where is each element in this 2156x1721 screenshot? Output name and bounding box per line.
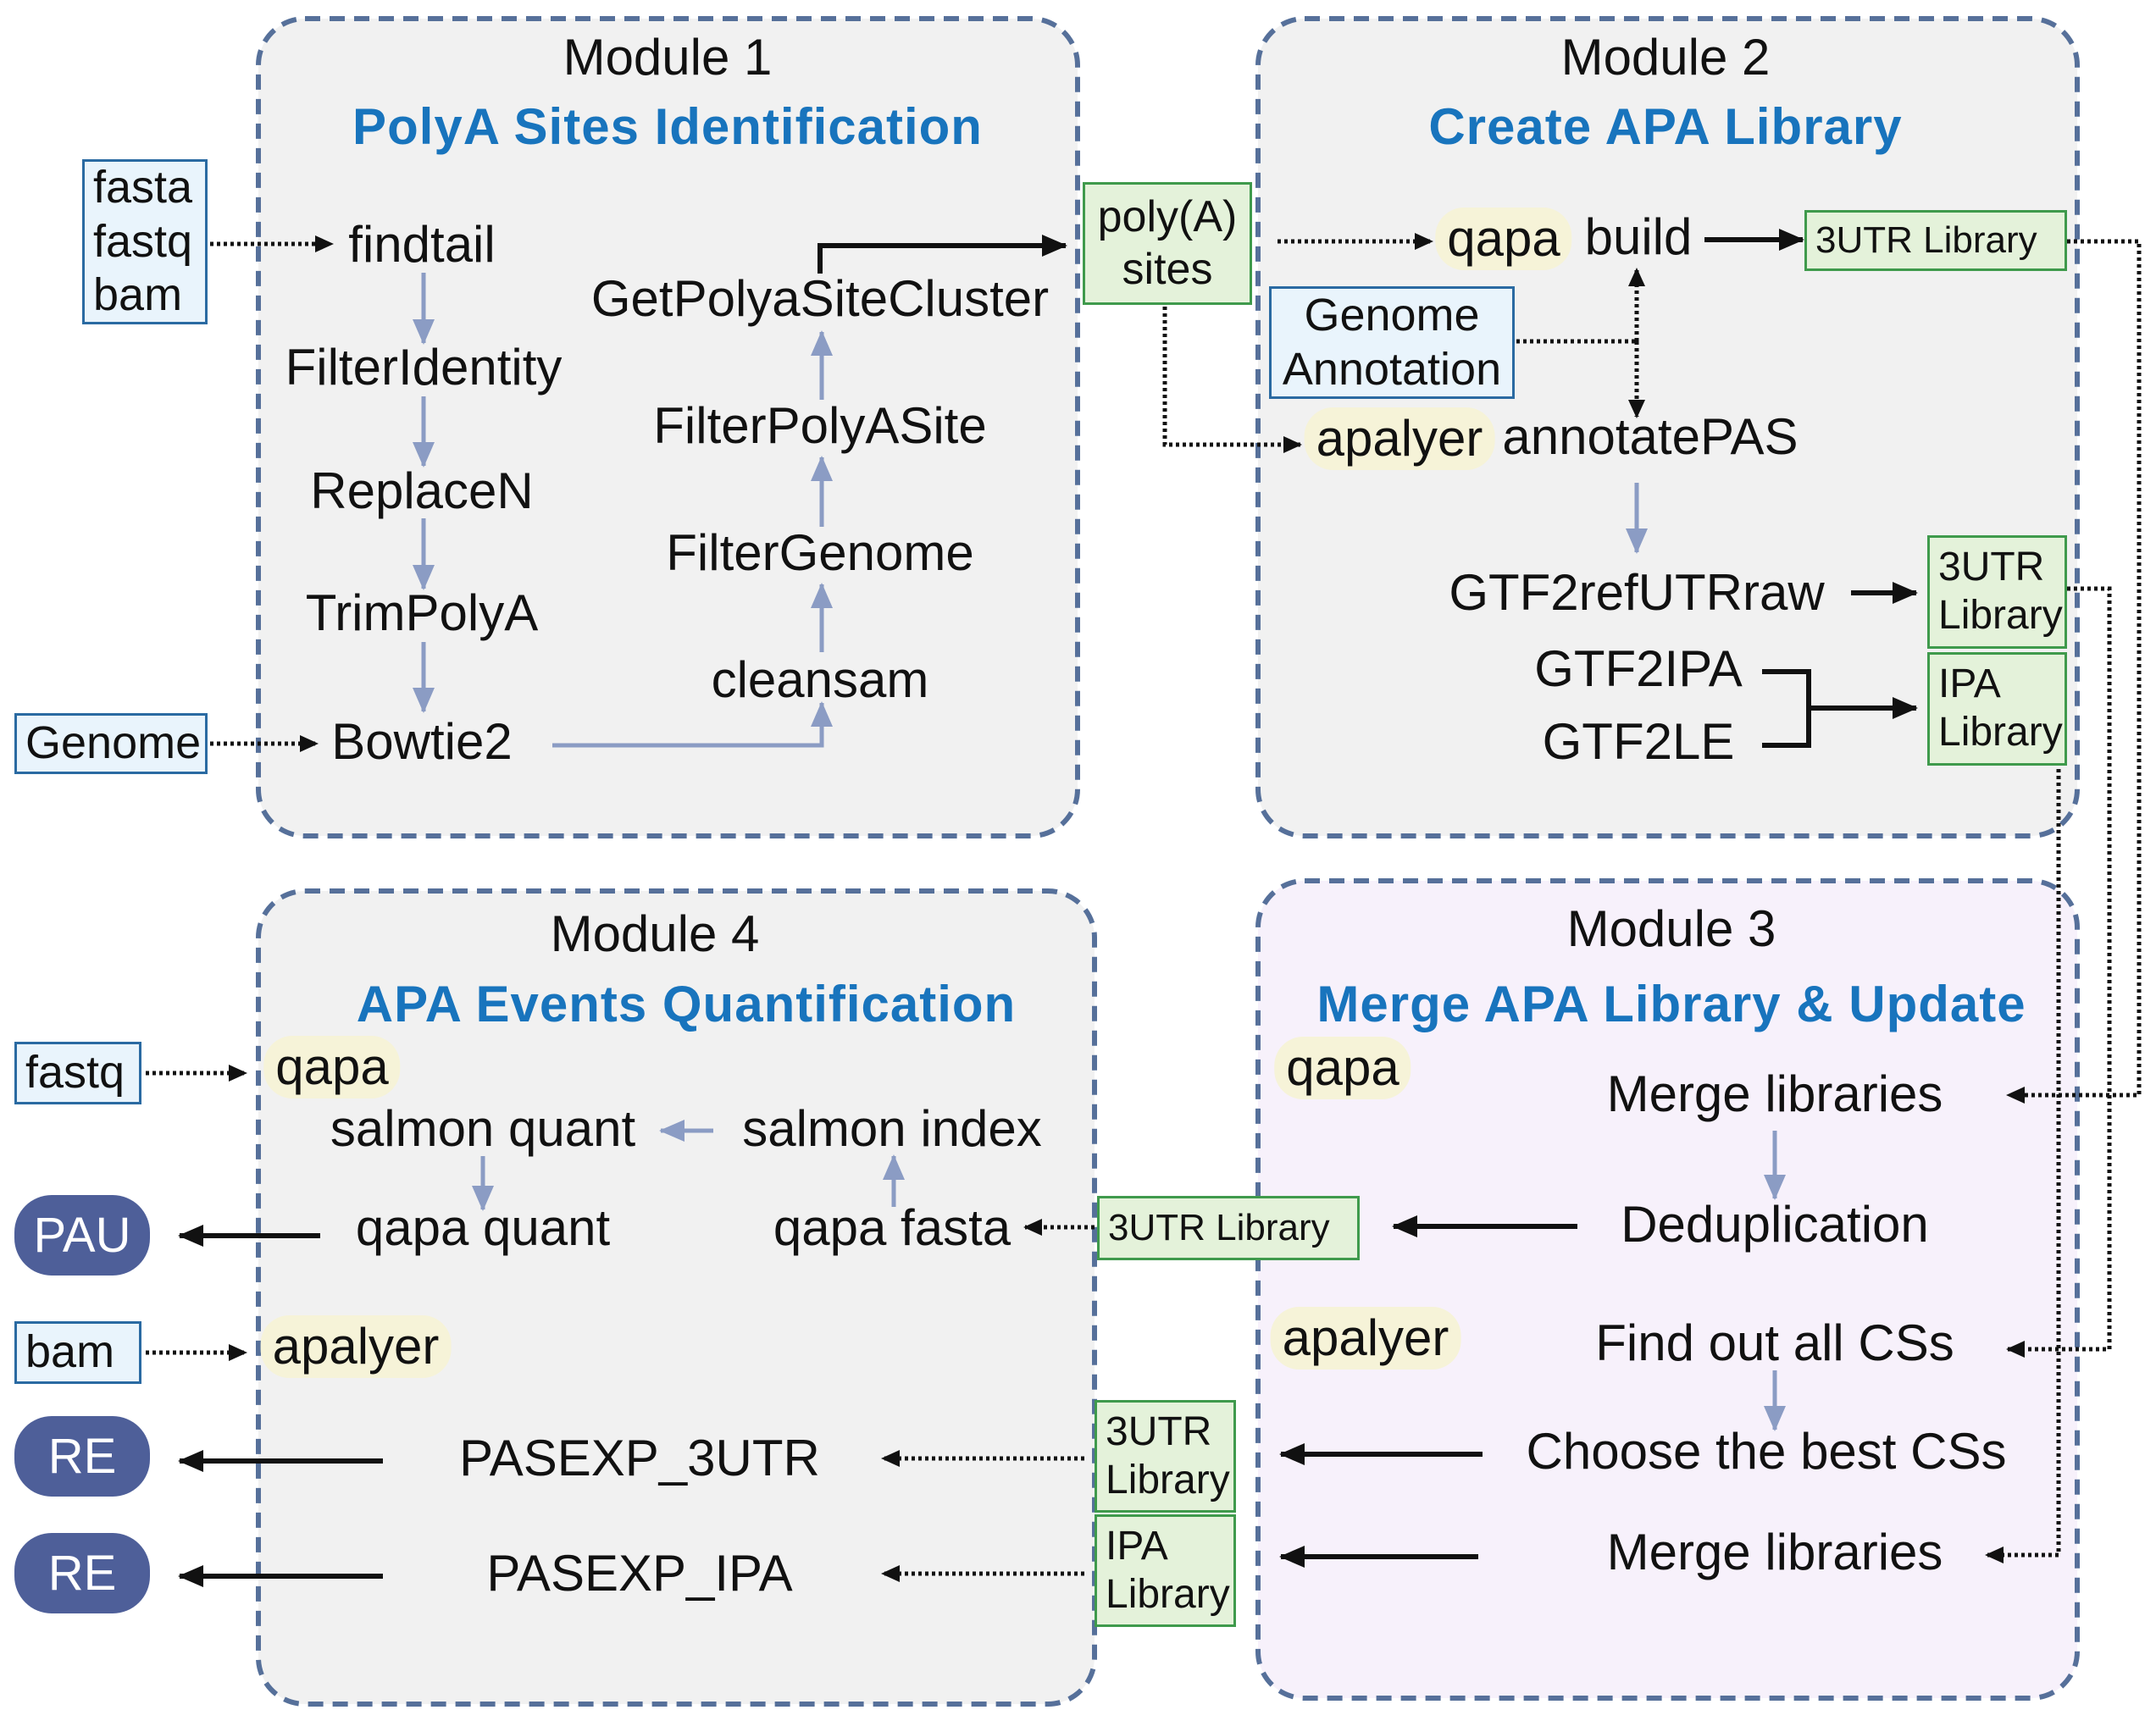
step-cleansam: cleansam bbox=[711, 651, 929, 708]
dotted-lib-a-to-merge1 bbox=[2006, 239, 2142, 1104]
tool-apalyer-m3: apalyer bbox=[1270, 1307, 1461, 1370]
library-3utr-a-label: 3UTR Library bbox=[1815, 219, 2037, 262]
library-3utr-b-line2: Library bbox=[1938, 593, 2063, 638]
step-replacen: ReplaceN bbox=[310, 462, 534, 519]
step-pasexp-3utr: PASEXP_3UTR bbox=[459, 1430, 820, 1486]
input-genome-label: Genome bbox=[25, 717, 202, 769]
module-4-panel bbox=[256, 888, 1097, 1707]
step-bowtie2: Bowtie2 bbox=[331, 713, 513, 770]
step-qapa-quant: qapa quant bbox=[355, 1199, 611, 1256]
step-filteridentity: FilterIdentity bbox=[285, 339, 563, 396]
step-merge-libraries-1: Merge libraries bbox=[1606, 1065, 1943, 1122]
library-ipa: IPA Library bbox=[1927, 652, 2067, 766]
module-3-panel bbox=[1255, 878, 2080, 1701]
library-3utr-d: 3UTR Library bbox=[1095, 1400, 1236, 1513]
library-3utr-d-line1: 3UTR bbox=[1106, 1408, 1212, 1454]
module-2-subtitle: Create APA Library bbox=[1428, 98, 1903, 155]
step-salmon-index: salmon index bbox=[742, 1100, 1042, 1157]
input-bam-m4-label: bam bbox=[25, 1326, 115, 1378]
step-merge-libraries-2: Merge libraries bbox=[1606, 1524, 1943, 1580]
step-choose-best-css: Choose the best CSs bbox=[1526, 1423, 2007, 1480]
step-trimpolya: TrimPolyA bbox=[305, 584, 539, 641]
tool-qapa-m3: qapa bbox=[1274, 1037, 1411, 1099]
step-qapa-fasta: qapa fasta bbox=[773, 1199, 1011, 1256]
dotted-lib-ipa-to-merge2 bbox=[1985, 762, 2061, 1563]
step-deduplication: Deduplication bbox=[1621, 1196, 1929, 1253]
output-re-3utr: RE bbox=[14, 1416, 150, 1497]
library-ipa-e: IPA Library bbox=[1095, 1514, 1236, 1627]
step-filterpolyasite: FilterPolyASite bbox=[653, 397, 987, 454]
step-findtail: findtail bbox=[348, 216, 496, 273]
arrow-bowtie2-cleansam bbox=[552, 701, 833, 748]
genome-annotation-line2: Annotation bbox=[1282, 343, 1502, 395]
polya-sites-box: poly(A) sites bbox=[1083, 182, 1252, 305]
module-4-title: Module 4 bbox=[550, 905, 760, 962]
module-3-title: Module 3 bbox=[1566, 900, 1776, 957]
module-1-title: Module 1 bbox=[563, 29, 773, 86]
library-3utr-c: 3UTR Library bbox=[1097, 1196, 1360, 1260]
input-fastq-m4: fastq bbox=[14, 1042, 141, 1104]
input-genome-annotation: Genome Annotation bbox=[1269, 286, 1515, 399]
step-gtf2ipa: GTF2IPA bbox=[1534, 640, 1743, 697]
input-fasta: fasta bbox=[93, 161, 193, 213]
library-ipa-line1: IPA bbox=[1938, 661, 2001, 707]
polya-sites-line1: poly(A) bbox=[1097, 192, 1238, 242]
step-filtergenome: FilterGenome bbox=[666, 524, 974, 581]
library-ipa-e-line2: Library bbox=[1106, 1571, 1230, 1617]
dotted-polya-to-apalyer bbox=[1162, 307, 1302, 453]
library-3utr-a: 3UTR Library bbox=[1804, 210, 2067, 271]
arrow-cluster-to-polya-sites bbox=[818, 235, 1067, 274]
module-1-subtitle: PolyA Sites Identification bbox=[352, 98, 983, 155]
step-build: build bbox=[1584, 208, 1693, 265]
library-3utr-b: 3UTR Library bbox=[1927, 535, 2067, 649]
dotted-lib-b-to-findcss bbox=[2006, 586, 2112, 1358]
step-gtf2le: GTF2LE bbox=[1542, 713, 1735, 770]
module-1-panel bbox=[256, 16, 1080, 838]
input-fastq: fastq bbox=[93, 215, 193, 267]
output-pau: PAU bbox=[14, 1195, 150, 1276]
genome-annotation-line1: Genome bbox=[1304, 289, 1480, 340]
step-salmon-quant: salmon quant bbox=[330, 1100, 636, 1157]
step-annotatepas: annotatePAS bbox=[1502, 408, 1799, 465]
module-2-title: Module 2 bbox=[1560, 29, 1771, 86]
library-ipa-line2: Library bbox=[1938, 710, 2063, 755]
library-3utr-d-line2: Library bbox=[1106, 1457, 1230, 1502]
polya-sites-line2: sites bbox=[1122, 244, 1213, 294]
library-3utr-c-label: 3UTR Library bbox=[1108, 1207, 1330, 1249]
input-fasta-fastq-bam: fasta fastq bam bbox=[82, 159, 208, 324]
library-ipa-e-line1: IPA bbox=[1106, 1523, 1168, 1569]
module-4-subtitle: APA Events Quantification bbox=[356, 976, 1017, 1032]
step-getpolyasitecluster: GetPolyaSiteCluster bbox=[590, 270, 1050, 327]
input-bam-m4: bam bbox=[14, 1321, 141, 1384]
tool-apalyer-m4: apalyer bbox=[260, 1315, 452, 1378]
tool-qapa-m4: qapa bbox=[263, 1036, 401, 1098]
step-find-css: Find out all CSs bbox=[1595, 1314, 1954, 1371]
step-pasexp-ipa: PASEXP_IPA bbox=[486, 1545, 793, 1602]
module-3-subtitle: Merge APA Library & Update bbox=[1316, 976, 2026, 1032]
step-gtf2refutrraw: GTF2refUTRraw bbox=[1449, 564, 1825, 621]
input-genome: Genome bbox=[14, 713, 208, 774]
tool-qapa-m2: qapa bbox=[1435, 208, 1572, 270]
output-re-ipa: RE bbox=[14, 1533, 150, 1613]
library-3utr-b-line1: 3UTR bbox=[1938, 545, 2045, 590]
input-bam: bam bbox=[93, 269, 183, 321]
tool-apalyer-m2: apalyer bbox=[1304, 407, 1495, 470]
bracket-gtf2le bbox=[1762, 672, 1811, 748]
input-fastq-m4-label: fastq bbox=[25, 1047, 125, 1098]
